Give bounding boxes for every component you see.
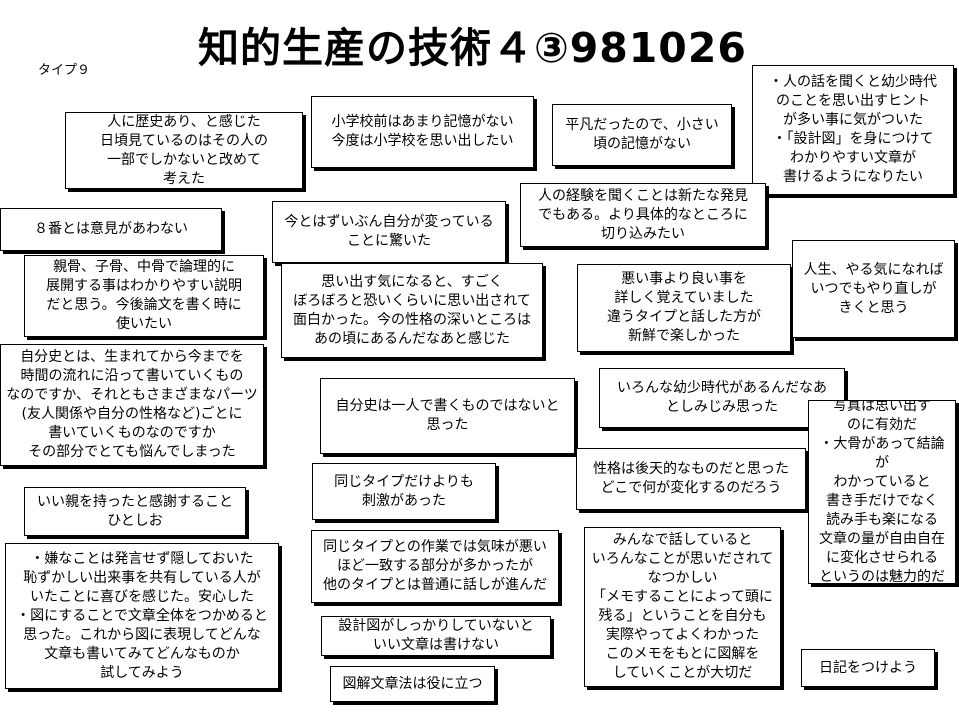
note-photos: 写真は思い出す のに有効だ ・大骨があって結論が わかっていると 書き手だけでな… [808,400,956,584]
type-label: タイプ９ [38,63,91,78]
note-experience: 人の経験を聞くことは新たな発見 でもある。より具体的なところに 切り込みたい [520,183,766,247]
note-memories: 思い出す気になると、すごく ぼろぼろと恐いくらいに思い出されて 面白かった。今の… [281,263,543,358]
page-title: 知的生産の技術４③981026 [198,24,747,72]
note-number8: ８番とは意見があわない [0,208,222,251]
note-hint: ・人の話を聞くと幼少時代 のことを思い出すヒント が多い事に気がついた ・「設計… [752,65,954,195]
note-character: 性格は後天的なものだと思った どこで何が変化するのだろう [576,448,806,510]
note-same-type-work: 同じタイプとの作業では気味が悪い ほど一致する部分が多かったが 他のタイプとは普… [311,530,559,603]
note-elementary: 小学校前はあまり記憶がない 今度は小学校を思い出したい [311,96,534,168]
note-history: 人に歴史あり、と感じた 日頃見ているのはその人の 一部でしかないと改めて 考えた [65,112,303,189]
note-diagram-method: 図解文章法は役に立つ [330,666,495,702]
note-memo: みんなで話していると いろんなことが思いだされて なつかしい 「メモすることによ… [584,527,781,687]
note-blueprint: 設計図がしっかりしていないと いい文章は書けない [321,616,551,656]
note-same-type: 同じタイプだけよりも 刺激があった [312,463,496,520]
note-childhoods: いろんな幼少時代があるんだなあ としみじみ思った [599,368,845,428]
note-autobiography: 自分史とは、生まれてから今までを 時間の流れに沿って書いていくもの なのですか、… [0,344,264,466]
note-life: 人生、やる気になれば いつでもやり直しが きくと思う [792,240,955,338]
note-bones: 親骨、子骨、中骨で論理的に 展開する事はわかりやすい説明 だと思う。今後論文を書… [24,255,264,337]
note-changed: 今とはずいぶん自分が変っている ことに驚いた [272,201,506,263]
note-not-alone: 自分史は一人で書くものではないと 思った [320,378,575,454]
note-hidden: ・嫌なことは発言せず隠しておいた 恥ずかしい出来事を共有している人が いたことに… [5,543,279,689]
note-ordinary: 平凡だったので、小さい 頃の記憶がない [552,104,732,166]
note-good-things: 悪い事より良い事を 詳しく覚えていました 違うタイプと話した方が 新鮮で楽しかっ… [577,264,791,352]
note-parents: いい親を持ったと感謝すること ひとしお [24,487,246,536]
note-diary: 日記をつけよう [801,649,935,687]
